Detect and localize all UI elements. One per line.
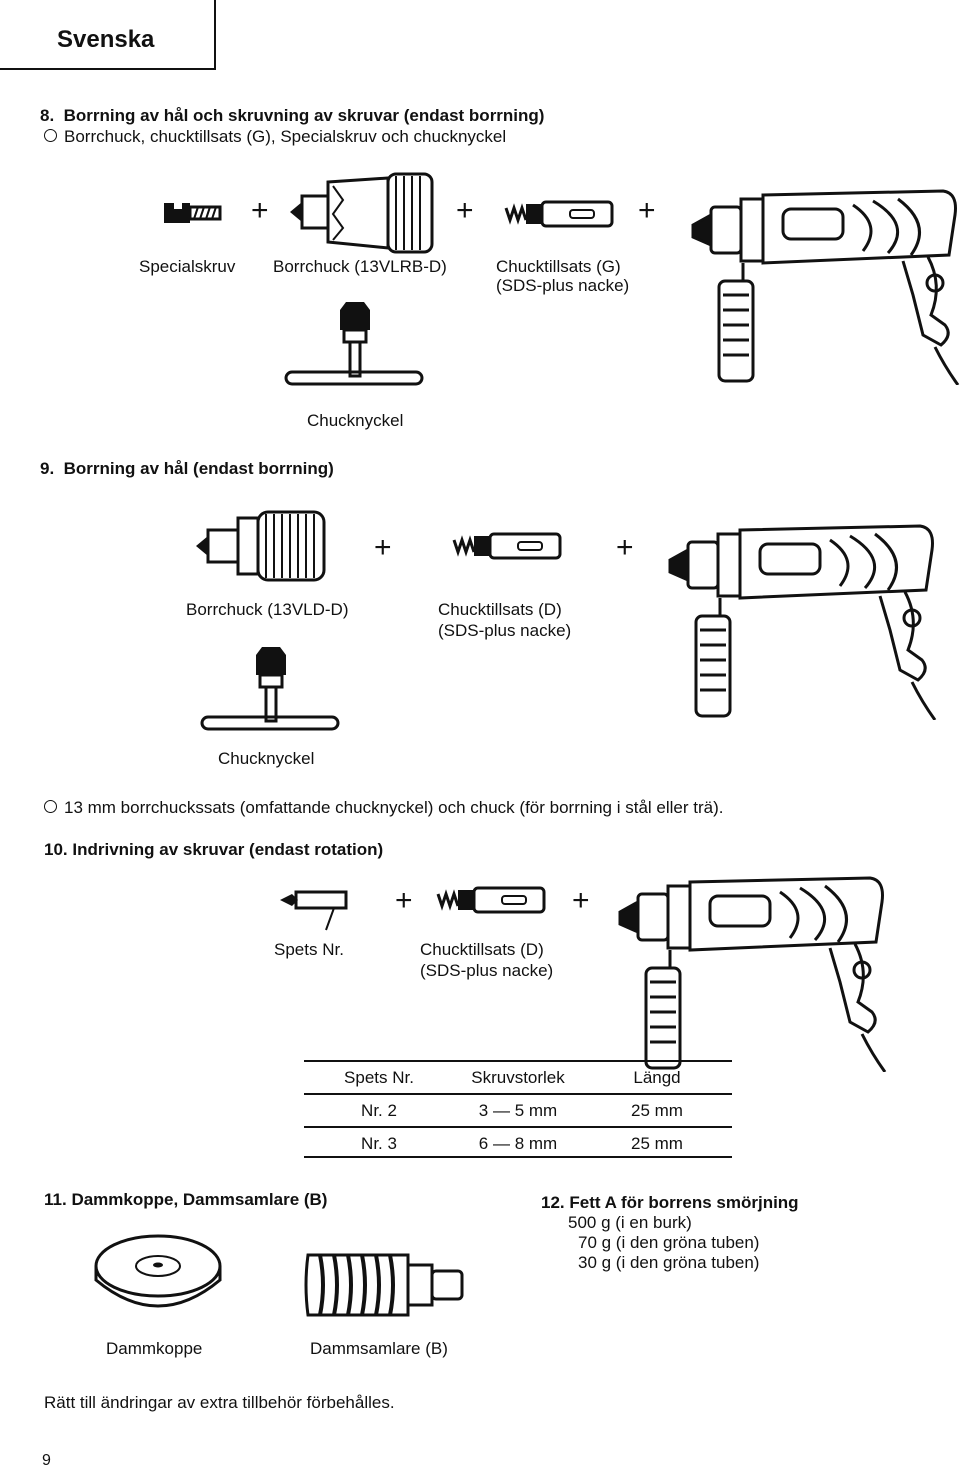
chuck-adapter-icon: [436, 886, 546, 914]
section11-heading: 11. Dammkoppe, Dammsamlare (B): [44, 1190, 327, 1210]
section12-line: 500 g (i en burk): [568, 1213, 692, 1232]
plus-icon: +: [374, 531, 392, 564]
table-cell: Nr. 2: [361, 1100, 397, 1120]
plus-icon: +: [456, 194, 474, 227]
language-tab: Svenska: [0, 0, 216, 70]
label-chucktillsats-2: (SDS-plus nacke): [496, 276, 630, 295]
table-row: Nr. 3 6 — 8 mm 25 mm: [304, 1127, 732, 1159]
section9-note: 13 mm borrchuckssats (omfattande chuckny…: [44, 798, 723, 818]
section12-number: 12.: [541, 1193, 565, 1212]
hammer-drill-icon: [660, 520, 940, 720]
footer-note: Rätt till ändringar av extra tillbehör f…: [44, 1393, 395, 1412]
page-number: 9: [42, 1452, 51, 1469]
label-chucknyckel: Chucknyckel: [307, 411, 404, 430]
label-chucknyckel: Chucknyckel: [218, 749, 315, 768]
section11-number: 11.: [44, 1190, 67, 1209]
plus-icon: +: [395, 884, 413, 917]
table-cell: 6 — 8 mm: [478, 1133, 558, 1153]
label-chucktillsats-2: (SDS-plus nacke): [420, 961, 554, 980]
table-header-cell: Längd: [633, 1067, 681, 1087]
section9-title: Borrning av hål (endast borrning): [63, 459, 334, 478]
section10-title: Indrivning av skruvar (endast rotation): [72, 840, 384, 859]
label-dammsamlare: Dammsamlare (B): [310, 1339, 448, 1358]
drill-chuck-icon: [196, 510, 326, 582]
special-screw-icon: [164, 203, 222, 223]
hammer-drill-icon: [683, 185, 960, 385]
bit-tip-icon: [280, 890, 348, 931]
label-chucktillsats-1: Chucktillsats (D): [438, 600, 562, 619]
spec-table-frame: Spets Nr. Skruvstorlek Längd Nr. 2 3 — 5…: [304, 1060, 732, 1158]
section10-number: 10.: [44, 840, 68, 859]
section12-line: 30 g (i den gröna tuben): [578, 1253, 760, 1272]
dust-cup-icon: [94, 1234, 222, 1308]
table-row: Nr. 2 3 — 5 mm 25 mm: [304, 1094, 732, 1127]
section12-heading: 12. Fett A för borrens smörjning: [541, 1193, 799, 1213]
section11-title: Dammkoppe, Dammsamlare (B): [71, 1190, 328, 1209]
table-cell: Nr. 3: [361, 1133, 397, 1153]
drill-chuck-icon: [290, 172, 434, 254]
bullet-circle-icon: [44, 800, 57, 814]
label-chucktillsats-1: Chucktillsats (G): [496, 257, 621, 276]
section9-heading: 9. Borrning av hål (endast borrning): [40, 459, 334, 479]
section12-line: 70 g (i den gröna tuben): [578, 1233, 760, 1252]
section8-items: Borrchuck, chucktillsats (G), Specialskr…: [44, 127, 506, 147]
section9-note-text: 13 mm borrchuckssats (omfattande chuckny…: [64, 798, 724, 817]
chuck-adapter-icon: [452, 532, 562, 560]
section8-items-text: Borrchuck, chucktillsats (G), Specialskr…: [64, 127, 507, 146]
section8-heading: 8. Borrning av hål och skruvning av skru…: [40, 106, 544, 126]
table-cell: 3 — 5 mm: [478, 1100, 558, 1120]
table-header-cell: Skruvstorlek: [471, 1067, 565, 1087]
label-borrchuck: Borrchuck (13VLD-D): [186, 600, 349, 619]
chuck-key-icon: [200, 647, 340, 731]
chuck-adapter-icon: [504, 200, 614, 228]
plus-icon: +: [251, 194, 269, 227]
table-header-cell: Spets Nr.: [344, 1067, 414, 1087]
spec-table: Spets Nr. Skruvstorlek Längd Nr. 2 3 — 5…: [304, 1062, 732, 1159]
table-cell: 25 mm: [631, 1133, 683, 1153]
label-borrchuck: Borrchuck (13VLRB-D): [273, 257, 447, 276]
chuck-key-icon: [284, 302, 424, 386]
bullet-circle-icon: [44, 129, 57, 143]
plus-icon: +: [616, 531, 634, 564]
label-chucktillsats-1: Chucktillsats (D): [420, 940, 544, 959]
section8-number: 8.: [40, 106, 55, 125]
section8-title: Borrning av hål och skruvning av skruvar…: [63, 106, 545, 125]
section12-title: Fett A för borrens smörjning: [569, 1193, 799, 1212]
hammer-drill-icon: [610, 872, 890, 1072]
table-header-row: Spets Nr. Skruvstorlek Längd: [304, 1062, 732, 1094]
label-spets: Spets Nr.: [274, 940, 344, 959]
table-cell: 25 mm: [631, 1100, 683, 1120]
label-specialskruv: Specialskruv: [139, 257, 236, 276]
section9-number: 9.: [40, 459, 55, 478]
plus-icon: +: [572, 884, 590, 917]
plus-icon: +: [638, 194, 656, 227]
section10-heading: 10. Indrivning av skruvar (endast rotati…: [44, 840, 383, 860]
label-dammkoppe: Dammkoppe: [106, 1339, 203, 1358]
language-tab-label: Svenska: [57, 26, 155, 53]
label-chucktillsats-2: (SDS-plus nacke): [438, 621, 572, 640]
dust-collector-icon: [304, 1253, 464, 1317]
